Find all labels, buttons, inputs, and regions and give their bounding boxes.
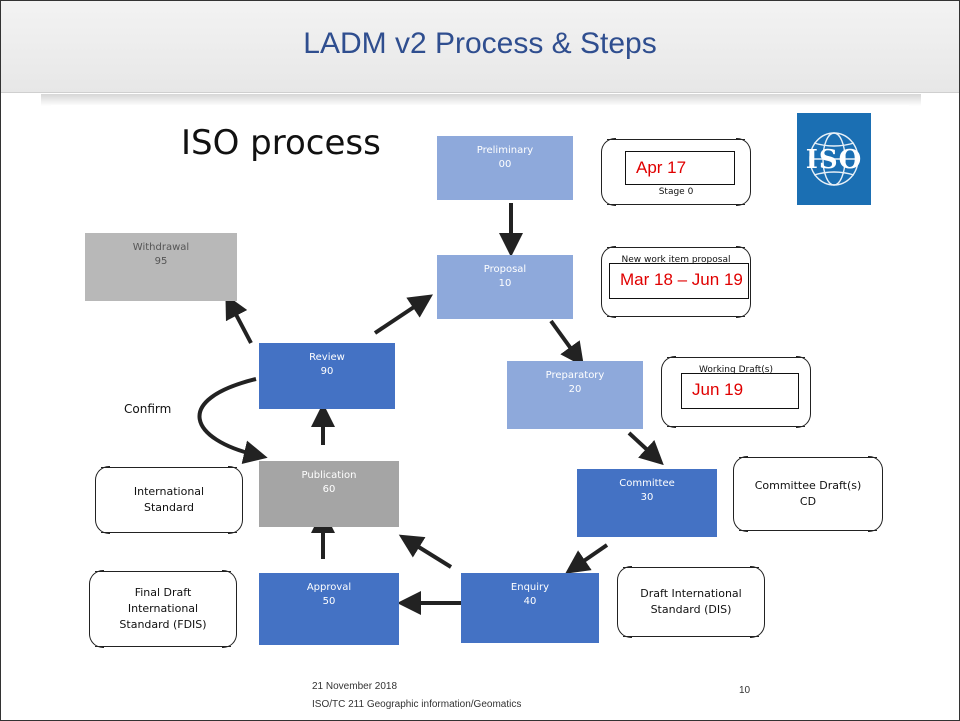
confirm-label: Confirm (124, 402, 172, 416)
stage-label: Review (309, 352, 345, 363)
note-text: New work item proposal (621, 255, 731, 265)
stage-preliminary: Preliminary 00 (437, 136, 573, 200)
stage-withdrawal: Withdrawal 95 (85, 233, 237, 301)
iso-process-diagram: ISO process Preliminary 00 Proposal 10 P… (51, 105, 909, 663)
stage-committee: Committee 30 (577, 469, 717, 537)
note-text: Final Draft International Standard (FDIS… (119, 586, 207, 631)
arrow-proposal-preparatory (549, 319, 585, 367)
note-text: International Standard (133, 485, 205, 514)
stage-code: 90 (320, 366, 334, 377)
date-overlay-preliminary: Apr 17 (625, 151, 735, 185)
stage-code: 00 (498, 159, 512, 170)
footer-date: 21 November 2018 (312, 681, 398, 692)
arrow-review-withdrawal (225, 294, 253, 344)
stage-label: Committee (619, 478, 675, 489)
stage-code: 10 (498, 278, 512, 289)
note-approval: Final Draft International Standard (FDIS… (89, 570, 237, 648)
slide-header: LADM v2 Process & Steps (1, 1, 959, 93)
date-overlay-preparatory: Jun 19 (681, 373, 799, 409)
header-shadow (41, 94, 921, 106)
iso-logo-text: ISO (805, 145, 863, 175)
stage-code: 30 (640, 492, 654, 503)
stage-label: Preparatory (545, 370, 605, 381)
slide-title: LADM v2 Process & Steps (303, 27, 657, 60)
stage-proposal: Proposal 10 (437, 255, 573, 319)
arrow-preparatory-committee (627, 431, 664, 466)
diagram-title: ISO process (181, 123, 381, 163)
note-text: Stage 0 (658, 187, 694, 197)
stage-label: Publication (301, 470, 357, 481)
footer-org: ISO/TC 211 Geographic information/Geomat… (312, 699, 522, 710)
stage-label: Enquiry (510, 582, 550, 593)
stage-preparatory: Preparatory 20 (507, 361, 643, 429)
arrow-committee-enquiry (565, 543, 609, 574)
stage-enquiry: Enquiry 40 (461, 573, 599, 643)
page-number: 10 (739, 685, 751, 696)
note-enquiry: Draft International Standard (DIS) (617, 566, 765, 638)
stage-code: 20 (568, 384, 582, 395)
stage-publication: Publication 60 (259, 461, 399, 527)
stage-review: Review 90 (259, 343, 395, 409)
arrow-review-proposal (373, 294, 433, 335)
arrow-enquiry-publication (398, 534, 453, 569)
date-overlay-proposal: Mar 18 – Jun 19 (609, 263, 749, 299)
stage-code: 40 (523, 596, 537, 607)
diagram-arrows (197, 203, 664, 615)
stage-label: Approval (306, 582, 352, 593)
iso-logo: ISO (797, 113, 871, 205)
stage-code: 60 (322, 484, 336, 495)
stage-label: Proposal (483, 264, 527, 275)
stage-code: 95 (154, 256, 168, 267)
note-committee: Committee Draft(s) CD (733, 456, 883, 532)
stage-label: Preliminary (476, 145, 534, 156)
note-publication: International Standard (95, 466, 243, 534)
footer-meta: 21 November 2018 ISO/TC 211 Geographic i… (312, 678, 521, 714)
stage-code: 50 (322, 596, 336, 607)
stage-approval: Approval 50 (259, 573, 399, 645)
note-text: Draft International Standard (DIS) (640, 587, 742, 616)
globe-icon (809, 132, 859, 186)
note-text: Committee Draft(s) CD (754, 479, 862, 508)
stage-label: Withdrawal (132, 242, 190, 253)
arrow-confirm (197, 377, 268, 464)
note-text: Working Draft(s) (699, 365, 773, 375)
